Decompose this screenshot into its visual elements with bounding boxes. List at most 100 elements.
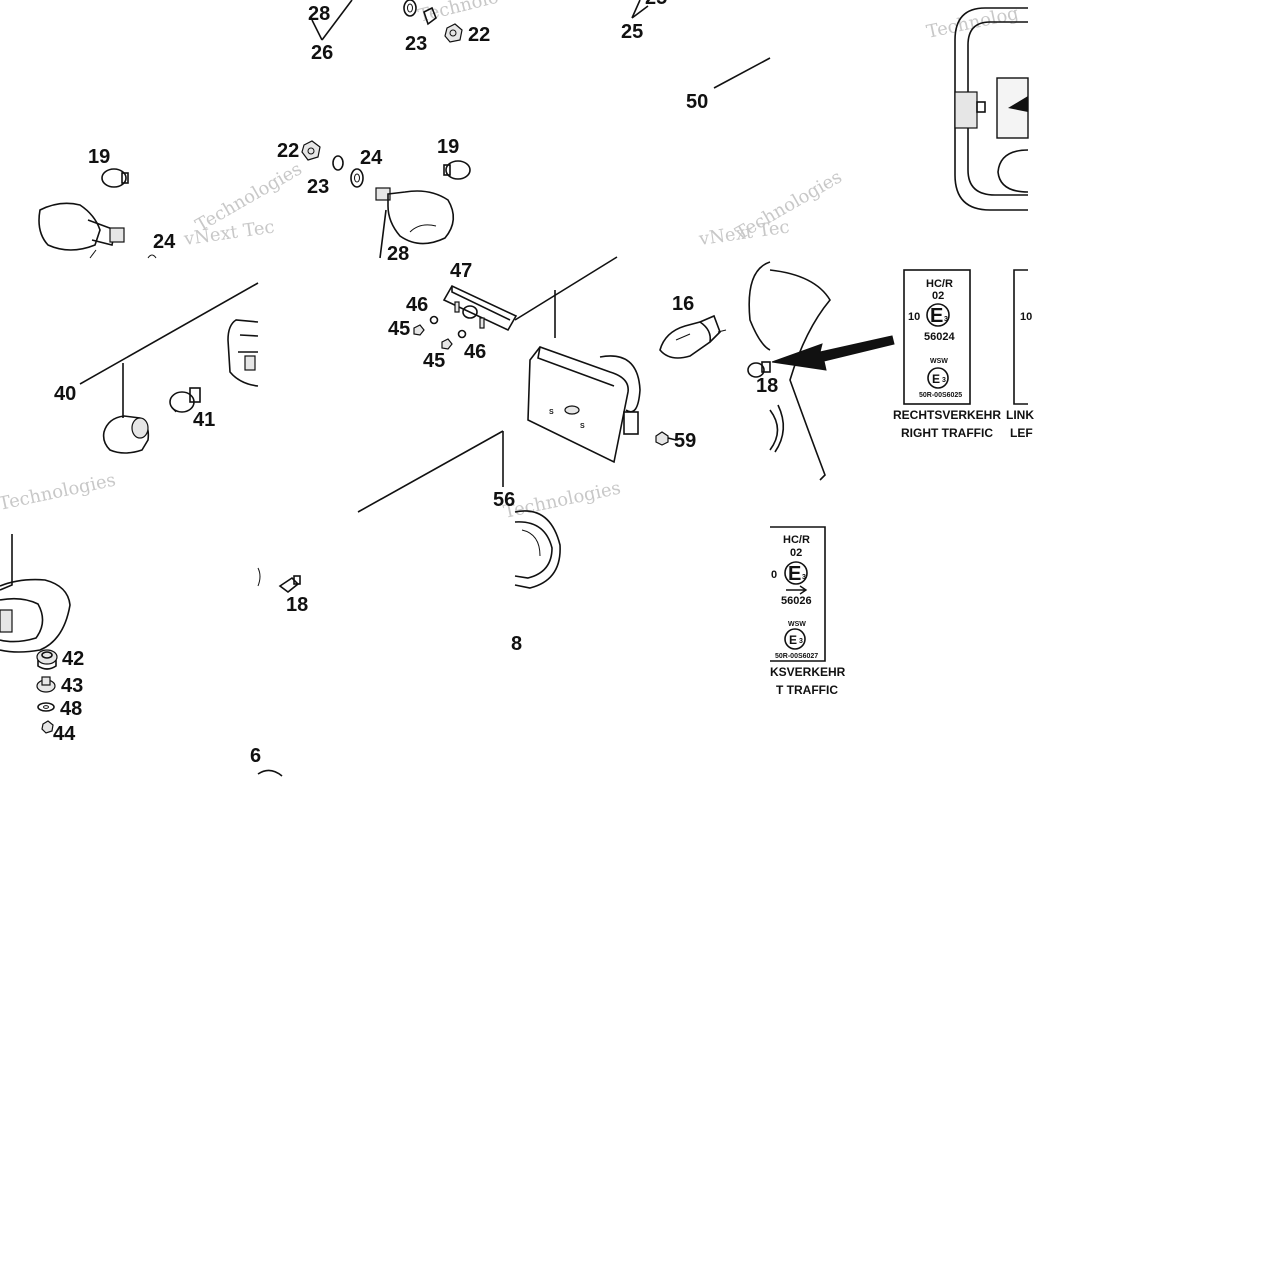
- grommet-icon: [36, 649, 58, 670]
- bulb-icon: [278, 575, 301, 594]
- svg-text:HC/R: HC/R: [926, 278, 953, 290]
- right-traffic-caption-en: RIGHT TRAFFIC: [901, 426, 993, 440]
- nut-icon: [441, 338, 453, 350]
- approval-mark-icon: [926, 303, 950, 327]
- nut-icon: [413, 324, 425, 336]
- callout-26: 26: [311, 42, 333, 64]
- callout-25: 25: [621, 21, 643, 43]
- approval-mark-icon: [784, 628, 806, 650]
- bulb-icon: [169, 387, 201, 413]
- svg-text:E: E: [930, 305, 943, 327]
- nut-icon: [301, 140, 321, 161]
- callout-23: 23: [405, 33, 427, 55]
- callout-19: 19: [437, 136, 459, 158]
- headlamp-housing: [748, 261, 831, 481]
- indicator-mount: [0, 534, 71, 653]
- callout-6: 6: [250, 745, 261, 767]
- callout-22: 22: [468, 24, 490, 46]
- callout-50: 50: [686, 91, 708, 113]
- screw-icon: [655, 431, 677, 446]
- callout-47: 47: [450, 260, 472, 282]
- approval-mark-icon: [927, 367, 949, 389]
- callout-28: 28: [387, 243, 409, 265]
- callout-19: 19: [88, 146, 110, 168]
- svg-text:E: E: [789, 633, 797, 647]
- watermark: Technologies: [502, 478, 623, 523]
- rear-lamp-housing: [227, 319, 259, 387]
- callout-46: 46: [406, 294, 428, 316]
- nut-icon: [41, 720, 54, 734]
- instrument-panel: [954, 7, 1029, 211]
- bulb-icon: [747, 361, 771, 378]
- svg-text:3: 3: [944, 316, 948, 323]
- svg-text:56024: 56024: [924, 331, 955, 343]
- left-traffic-caption-en: LEF: [1010, 426, 1033, 440]
- bulb-icon: [101, 168, 129, 188]
- washer-icon: [350, 168, 364, 188]
- callout-45: 45: [388, 318, 410, 340]
- leader-line: [79, 282, 259, 385]
- svg-text:HC/R: HC/R: [783, 534, 810, 546]
- washer-icon: [332, 155, 344, 171]
- approval-mark-left: 10: [1013, 269, 1032, 405]
- bushing-icon: [36, 676, 56, 693]
- svg-text:E: E: [932, 372, 940, 386]
- callout-23: 23: [307, 176, 329, 198]
- washer-icon: [407, 3, 413, 13]
- left-traffic-caption-de: LINK: [1006, 408, 1034, 422]
- headlamp-icon: S S: [527, 346, 641, 464]
- left-traffic-caption-de: KSVERKEHR: [770, 665, 846, 679]
- socket-icon: [102, 415, 150, 454]
- washer-icon: [37, 702, 55, 712]
- watermark: Technologies: [0, 470, 118, 515]
- nut-icon: [444, 23, 463, 43]
- washer-icon: [457, 329, 467, 339]
- edge-fragment: [257, 567, 261, 587]
- washer-icon: [147, 254, 157, 259]
- callout-43: 43: [61, 675, 83, 697]
- svg-text:10: 10: [908, 311, 920, 323]
- svg-text:50R-00S6027: 50R-00S6027: [775, 653, 818, 660]
- approval-mark-right: HC/R 02 10 E 3 56024 WSW E 3 50R-00S6025: [903, 269, 971, 405]
- bulb-icon: [443, 160, 471, 180]
- leader-line: [379, 209, 387, 259]
- indicator-lamp-icon: [38, 202, 125, 259]
- right-traffic-caption-de: RECHTSVERKEHR: [893, 408, 1001, 422]
- svg-text:3: 3: [799, 638, 803, 645]
- svg-text:02: 02: [790, 547, 802, 559]
- callout-42: 42: [62, 648, 84, 670]
- edge-fragment: [257, 769, 283, 777]
- svg-text:S: S: [580, 423, 585, 430]
- callout-25: 25: [645, 0, 667, 9]
- arrow-icon: [786, 585, 808, 595]
- callout-24: 24: [153, 231, 176, 253]
- tail-lamp-icon: [442, 284, 518, 332]
- callout-45: 45: [423, 350, 445, 372]
- callout-46: 46: [464, 341, 486, 363]
- callout-18: 18: [756, 375, 778, 397]
- approval-mark-bottom: HC/R 02 0 E 3 56026 WSW E 3 50R-00S6027: [770, 526, 826, 662]
- callout-28: 28: [308, 3, 330, 25]
- callout-41: 41: [193, 409, 215, 431]
- svg-text:E: E: [788, 563, 801, 585]
- svg-text:56026: 56026: [781, 595, 812, 607]
- svg-text:WSW: WSW: [788, 621, 806, 628]
- callout-24: 24: [360, 147, 383, 169]
- svg-text:0: 0: [771, 569, 777, 581]
- lens-icon: [514, 510, 561, 589]
- svg-text:WSW: WSW: [930, 358, 948, 365]
- bulb-icon: [659, 314, 727, 359]
- nut-icon: [449, 29, 457, 37]
- leader-line: [357, 430, 504, 513]
- nut-icon: [307, 147, 315, 155]
- needle-icon: [1008, 96, 1028, 112]
- svg-text:10: 10: [1020, 311, 1032, 323]
- svg-text:50R-00S6025: 50R-00S6025: [919, 392, 962, 399]
- washer-icon: [403, 0, 417, 17]
- nut-icon: [423, 6, 437, 26]
- callout-56: 56: [493, 489, 515, 511]
- callout-16: 16: [672, 293, 694, 315]
- indicator-lamp-icon: [375, 187, 455, 245]
- leader-line: [311, 0, 353, 41]
